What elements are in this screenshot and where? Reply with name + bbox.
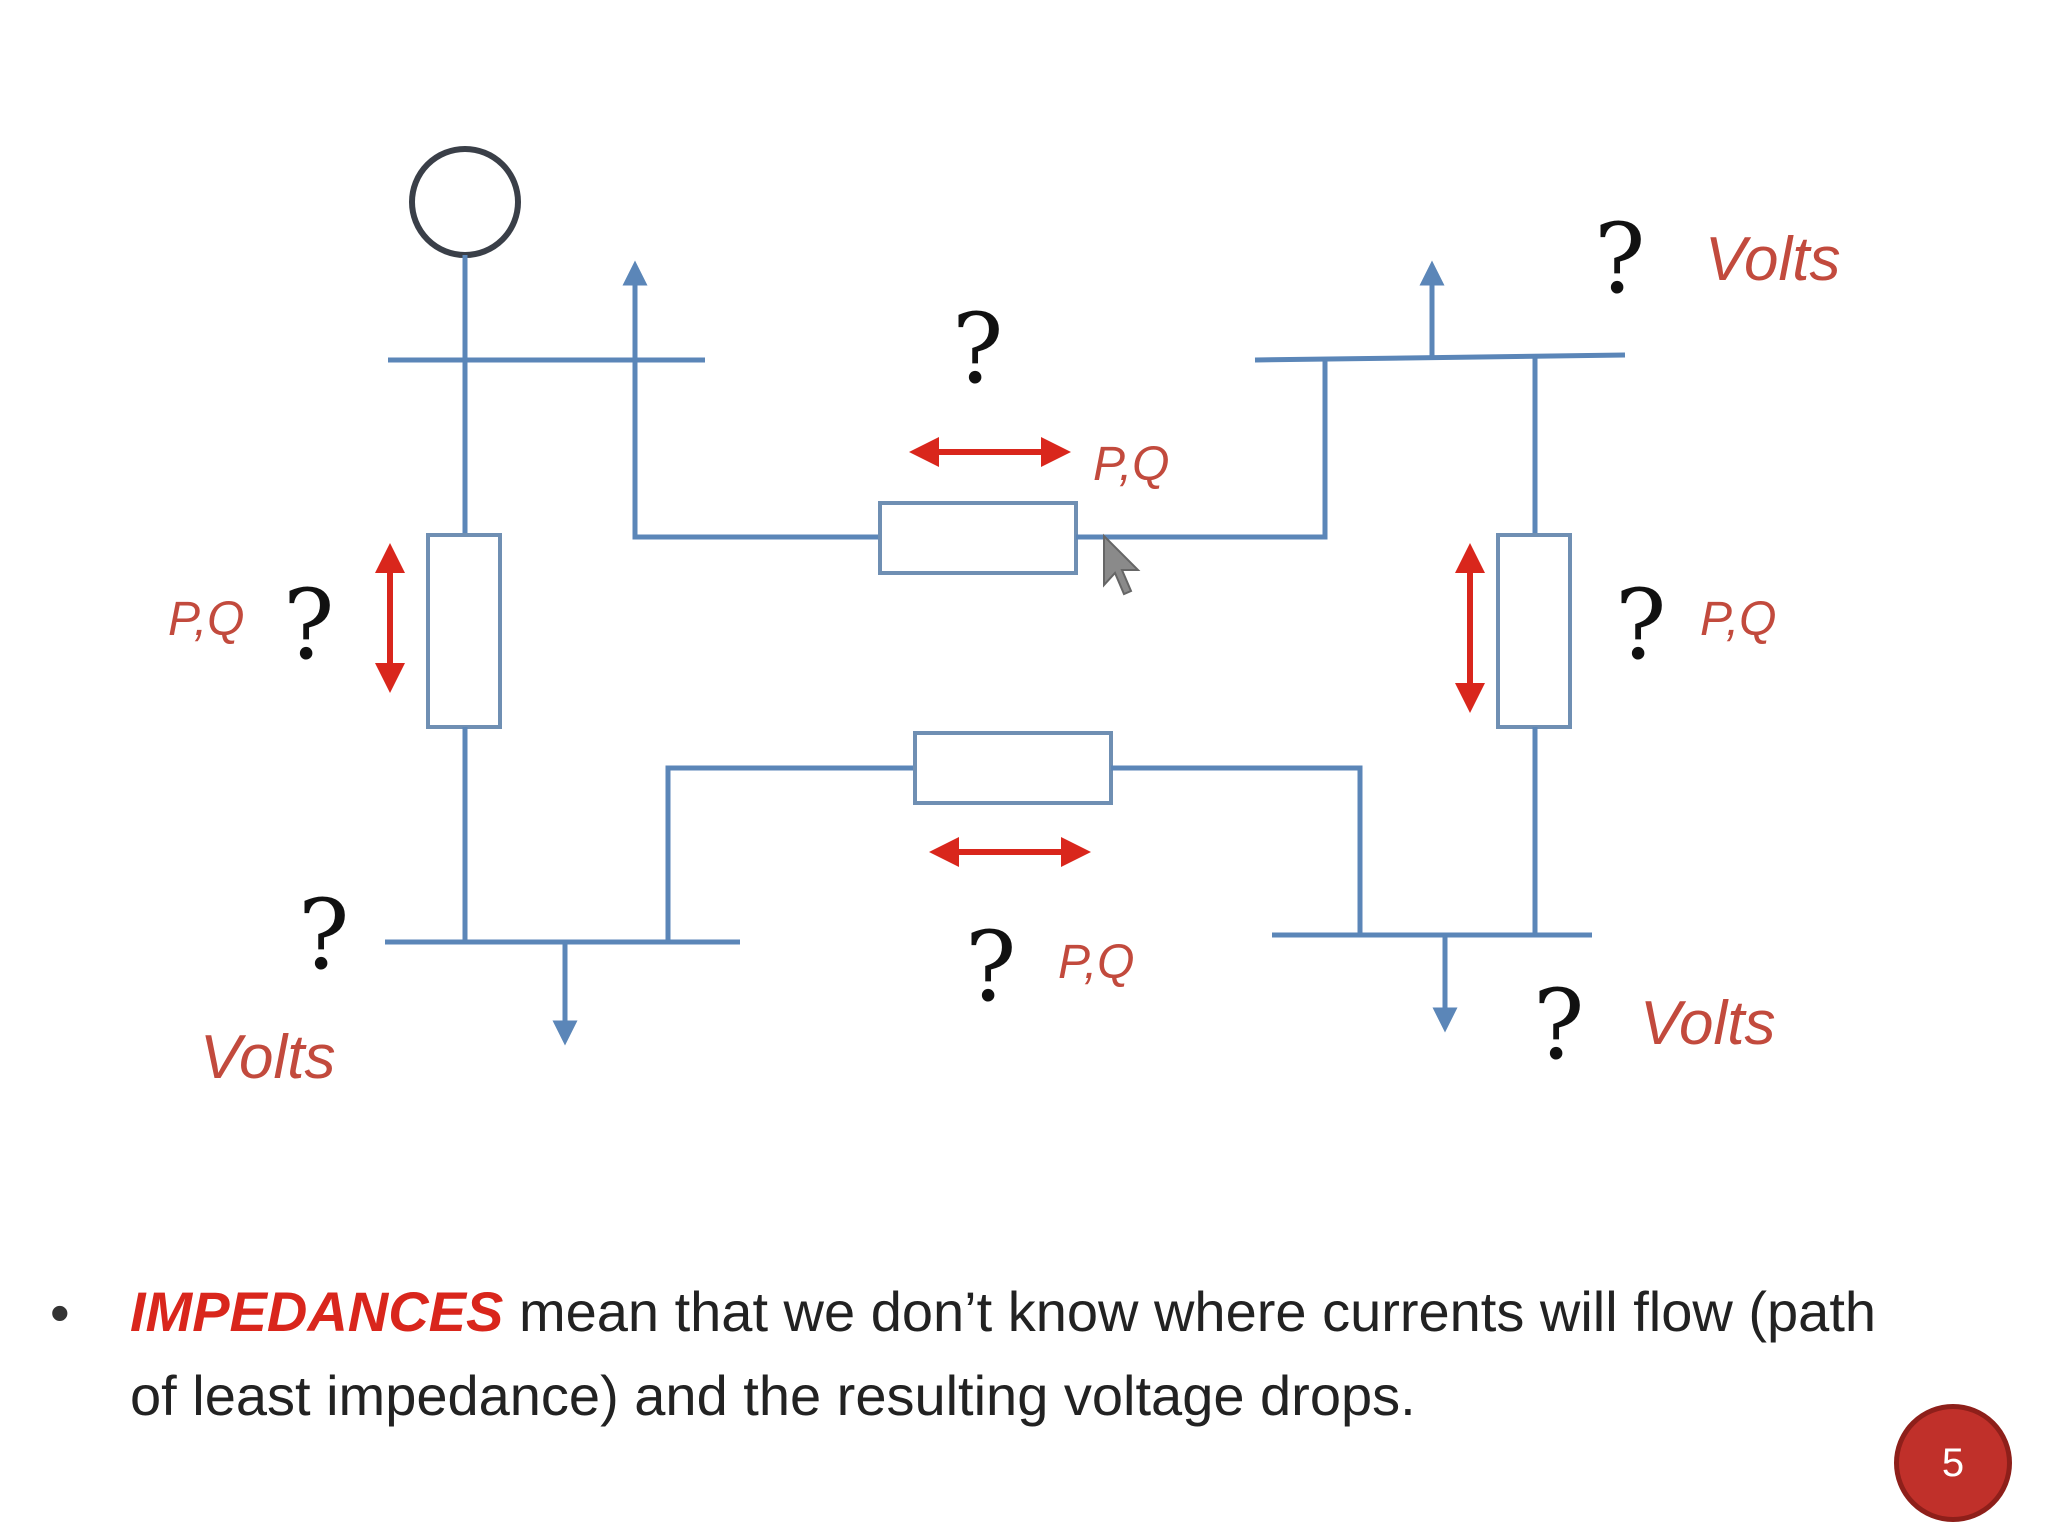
pq-label-top: P,Q [1093, 438, 1170, 491]
volts-label-bottom-left: Volts [200, 1023, 336, 1092]
bus-top-right [1254, 352, 1626, 363]
impedance-right [1496, 533, 1572, 729]
impedance-left [426, 533, 502, 729]
question-right: ? [1615, 569, 1666, 681]
question-top-middle: ? [952, 293, 1003, 405]
pq-label-right: P,Q [1700, 593, 1777, 646]
pq-label-bottom: P,Q [1058, 936, 1135, 989]
question-left: ? [283, 569, 334, 681]
question-top-right: ? [1594, 203, 1645, 315]
bullet-keyword: IMPEDANCES [130, 1280, 504, 1343]
generator-symbol [409, 146, 521, 258]
volts-label-bottom-right: Volts [1640, 989, 1776, 1058]
slide-number-badge: 5 [1894, 1404, 2012, 1522]
wire-bottom-middle-right [1111, 765, 1363, 935]
wire-bottom-middle-left [665, 765, 915, 942]
question-bottom-middle: ? [965, 911, 1016, 1023]
impedance-top-middle [878, 501, 1078, 575]
bullet-point: • [50, 1281, 70, 1344]
question-bottom-right: ? [1533, 969, 1584, 1081]
impedance-bottom-middle [913, 731, 1113, 805]
pq-label-left: P,Q [168, 593, 245, 646]
bullet-text: IMPEDANCES mean that we don’t know where… [130, 1270, 1930, 1438]
question-bottom-left: ? [298, 879, 349, 991]
wire-top-middle-right [1076, 360, 1328, 540]
wire-top-middle-left [632, 360, 880, 540]
volts-label-top-right: Volts [1705, 225, 1841, 294]
bullet-body: mean that we don’t know where currents w… [130, 1280, 1877, 1427]
mouse-cursor-icon [1103, 533, 1141, 596]
